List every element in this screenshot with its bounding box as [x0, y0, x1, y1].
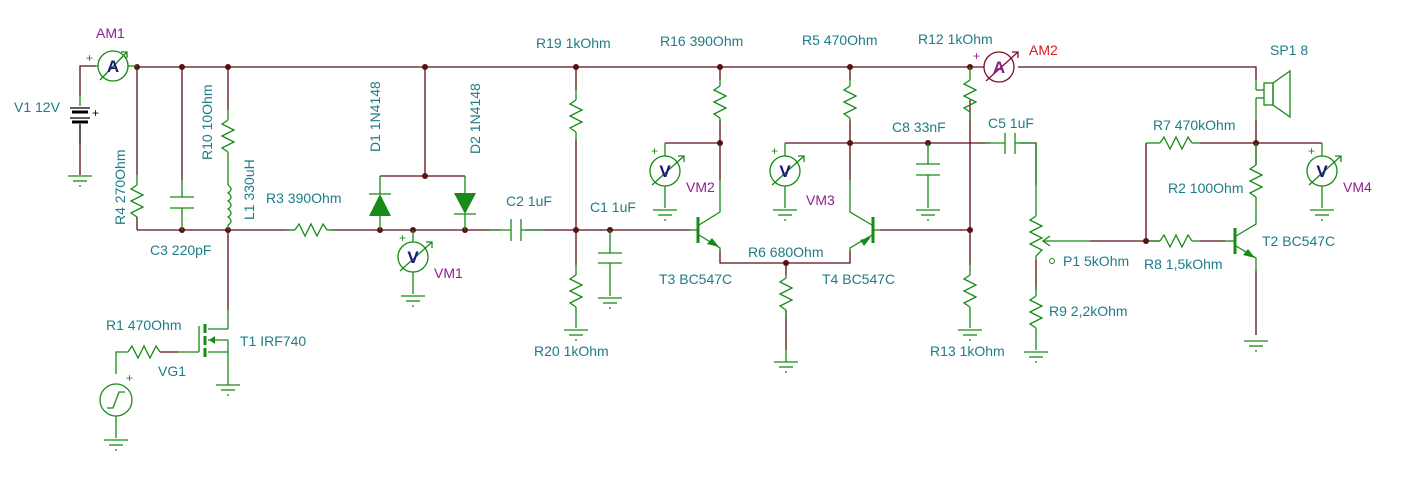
label-r4: R4 270Ohm — [112, 150, 128, 225]
label-r19: R19 1kOhm — [536, 35, 611, 51]
svg-text:V: V — [1316, 162, 1328, 181]
mosfet-t1[interactable] — [198, 310, 241, 396]
svg-text:+: + — [126, 371, 133, 385]
voltmeter-vm1[interactable]: V + — [397, 230, 433, 307]
label-r9: R9 2,2kOhm — [1049, 303, 1128, 319]
label-vm3: VM3 — [806, 192, 835, 208]
label-c8: C8 33nF — [892, 119, 946, 135]
label-r7: R7 470kOhm — [1153, 117, 1235, 133]
label-d2: D2 1N4148 — [467, 83, 483, 154]
diode-d1[interactable] — [369, 176, 391, 230]
resistor-r7[interactable] — [1146, 135, 1200, 151]
transistor-t4[interactable] — [849, 180, 880, 252]
svg-text:+: + — [1308, 144, 1315, 158]
resistor-r8[interactable] — [1150, 233, 1200, 249]
svg-text:+: + — [651, 144, 658, 158]
svg-text:A: A — [107, 57, 119, 76]
label-c1: C1 1uF — [590, 199, 636, 215]
label-sp1: SP1 8 — [1270, 42, 1308, 58]
label-p1: P1 5kOhm — [1063, 253, 1129, 269]
label-d1: D1 1N4148 — [367, 81, 383, 152]
svg-text:V: V — [779, 162, 791, 181]
label-r3: R3 390Ohm — [266, 190, 341, 206]
resistor-r13[interactable] — [957, 265, 983, 341]
resistor-r20[interactable] — [563, 265, 589, 341]
capacitor-c1[interactable] — [597, 230, 623, 309]
capacitor-c3[interactable] — [170, 180, 194, 230]
capacitor-c5[interactable] — [985, 133, 1037, 186]
label-t3: T3 BC547C — [659, 271, 732, 287]
label-v1: V1 12V — [14, 99, 61, 115]
label-l1: L1 330uH — [241, 159, 257, 220]
label-r8: R8 1,5kOhm — [1144, 256, 1223, 272]
label-am2: AM2 — [1029, 42, 1058, 58]
wires — [79, 65, 1322, 350]
ammeter-am1[interactable]: A + — [86, 50, 137, 82]
label-r1: R1 470Ohm — [106, 317, 181, 333]
transistor-t3[interactable] — [690, 180, 721, 252]
resistor-r19[interactable] — [568, 90, 584, 140]
diode-d2[interactable] — [454, 176, 476, 230]
speaker-sp1[interactable] — [1255, 69, 1291, 120]
inductor-l1[interactable] — [226, 184, 232, 230]
label-vm1: VM1 — [434, 265, 463, 281]
resistor-r2[interactable] — [1248, 143, 1264, 218]
resistor-r10[interactable] — [220, 110, 236, 185]
resistor-r3[interactable] — [285, 222, 335, 238]
svg-text:+: + — [771, 144, 778, 158]
label-r10: R10 10Ohm — [199, 85, 215, 160]
label-vg1: VG1 — [158, 363, 186, 379]
label-vm2: VM2 — [686, 179, 715, 195]
svg-text:A: A — [993, 58, 1005, 77]
svg-text:+: + — [92, 106, 99, 120]
label-c3: C3 220pF — [150, 242, 211, 258]
voltmeter-vm4[interactable]: V + — [1306, 143, 1342, 221]
resistor-r6[interactable] — [773, 275, 799, 373]
label-t2: T2 BC547C — [1262, 233, 1335, 249]
label-r12: R12 1kOhm — [918, 31, 993, 47]
resistor-r12[interactable] — [962, 67, 978, 120]
capacitor-c8[interactable] — [915, 143, 941, 221]
transistor-t2[interactable] — [1225, 218, 1269, 352]
label-c5: C5 1uF — [988, 115, 1034, 131]
label-t4: T4 BC547C — [822, 271, 895, 287]
label-am1: AM1 — [96, 25, 125, 41]
svg-text:+: + — [399, 231, 406, 245]
battery-v1[interactable]: + — [67, 96, 99, 187]
signal-source-vg1[interactable]: + — [99, 371, 133, 451]
label-c2: C2 1uF — [506, 193, 552, 209]
label-vm4: VM4 — [1343, 179, 1372, 195]
resistor-r5[interactable] — [842, 80, 858, 122]
svg-text:V: V — [407, 248, 419, 267]
resistor-r9[interactable] — [1023, 286, 1049, 363]
svg-text:+: + — [973, 49, 980, 63]
resistor-r1[interactable] — [115, 344, 199, 374]
svg-text:+: + — [86, 51, 93, 65]
label-r13: R13 1kOhm — [930, 343, 1005, 359]
label-r5: R5 470Ohm — [802, 32, 877, 48]
svg-text:V: V — [659, 162, 671, 181]
resistor-r4[interactable] — [129, 175, 145, 230]
label-r20: R20 1kOhm — [534, 343, 609, 359]
capacitor-c2[interactable] — [490, 219, 544, 241]
potentiometer-p1[interactable] — [1028, 186, 1090, 264]
voltmeter-vm3[interactable]: V + — [769, 143, 805, 221]
ammeter-am2[interactable]: A + — [972, 49, 1019, 83]
label-r16: R16 390Ohm — [660, 33, 743, 49]
voltmeter-vm2[interactable]: V + — [649, 143, 685, 221]
resistor-r16[interactable] — [712, 80, 728, 122]
label-t1: T1 IRF740 — [240, 333, 306, 349]
label-r6: R6 680Ohm — [748, 244, 823, 260]
label-r2: R2 100Ohm — [1168, 180, 1243, 196]
